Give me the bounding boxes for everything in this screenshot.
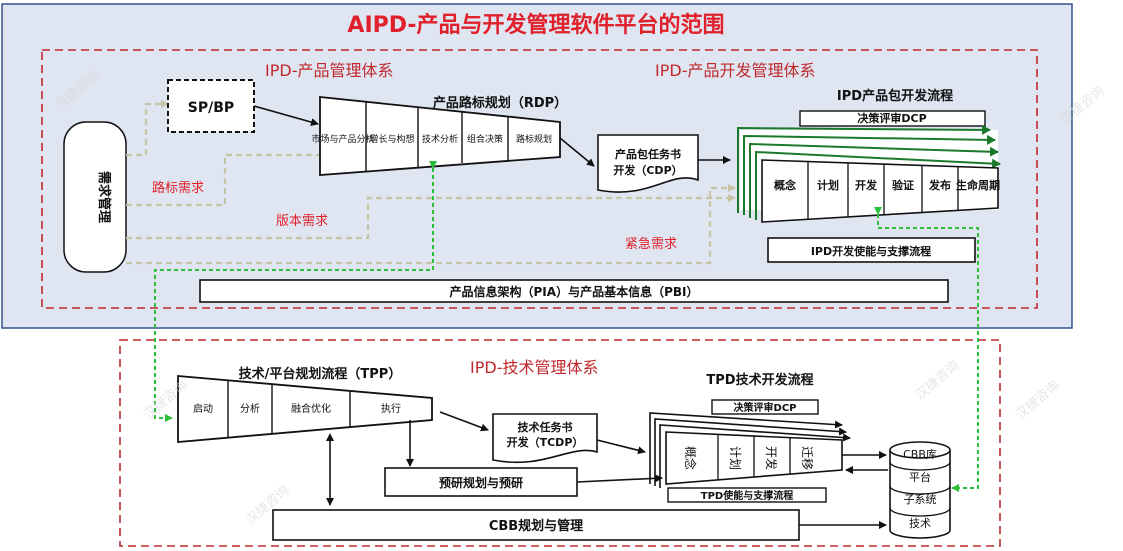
rdp-step-3: 技术分析 (422, 133, 458, 145)
arrow-spbp-rdp (253, 105, 319, 126)
tcdp-doc (492, 413, 598, 464)
tpp-step-1: 启动 (193, 402, 213, 415)
ipd-tech-mgmt-label: IPD-技术管理体系 (470, 358, 598, 377)
tpd-stage-concept: 概念 (683, 446, 698, 470)
urgent-req-label: 紧急需求 (625, 237, 677, 252)
dcp-bar (799, 110, 986, 127)
preresearch-label: 预研规划与预研 (439, 475, 523, 490)
rdp-step-2: 增长与构想 (369, 133, 414, 145)
ipd-stage-funnel (761, 159, 999, 223)
link-ipd-cbb (874, 207, 979, 492)
tpp-title: 技术/平台规划流程（TPP） (239, 366, 402, 382)
ipd-stage-labels: 概念 计划 开发 验证 发布 生命周期 (774, 178, 1000, 192)
tpp-step-labels: 启动 分析 融合优化 执行 (193, 402, 401, 415)
tpd-stage-migrate: 迁移 (800, 446, 814, 470)
arrow-rdp-cdp (559, 137, 595, 167)
cdp-line-2: 开发（CDP） (613, 163, 682, 177)
tpd-stage-develop: 开发 (764, 446, 779, 470)
cbb-layer-lib: CBB库 (903, 448, 937, 461)
tpp-funnel (177, 375, 433, 443)
cbb-mgmt-label: CBB规划与管理 (489, 518, 583, 534)
ipd-stage-plan: 计划 (817, 178, 839, 192)
cbb-library (889, 441, 951, 539)
ipd-stage-lifecycle: 生命周期 (956, 178, 1000, 192)
rdp-step-1: 市场与产品分析 (311, 133, 374, 145)
ipd-product-dev-label: IPD-产品开发管理体系 (655, 61, 815, 80)
ipd-stage-concept: 概念 (774, 178, 797, 192)
sp-bp-box (167, 79, 255, 133)
watermark-5: 汉捷咨询 (1013, 378, 1062, 423)
tpp-step-2: 分析 (240, 402, 260, 415)
roadmap-req-label: 路标需求 (152, 180, 204, 196)
preresearch-bar (384, 467, 578, 497)
dcp-label: 决策评审DCP (857, 111, 926, 125)
ipd-stage-release: 发布 (928, 178, 951, 192)
cdp-doc (597, 134, 699, 193)
sp-bp-label: SP/BP (188, 100, 234, 116)
cbb-layer-platform: 平台 (909, 470, 931, 484)
demand-mgmt-label: 需求管理 (96, 171, 112, 223)
tpd-dcp-bar (711, 399, 819, 415)
cbb-layer-subsystem: 子系统 (904, 493, 937, 506)
tpd-enable-label: TPD使能与支撑流程 (701, 489, 793, 502)
pia-label: 产品信息架构（PIA）与产品基本信息（PBI） (450, 284, 699, 299)
cbb-mgmt-bar (272, 509, 800, 541)
demand-line-spbp (126, 100, 169, 157)
tpd-dcp-label: 决策评审DCP (734, 401, 797, 414)
tcdp-line-1: 技术任务书 (518, 420, 573, 434)
cbb-layer-labels: CBB库 平台 子系统 技术 (903, 448, 937, 530)
rdp-step-5: 路标规划 (516, 133, 552, 145)
rdp-dividers (365, 102, 509, 172)
arrow-tcdp-tpd (596, 439, 646, 455)
ipd-stage-develop: 开发 (855, 178, 878, 192)
page-title: AIPD-产品与开发管理软件平台的范围 (347, 12, 724, 38)
watermark-4: 汉捷咨询 (913, 358, 962, 403)
tpp-step-3: 融合优化 (291, 402, 331, 415)
link-rdp-tpp (154, 161, 437, 422)
rdp-step-4: 组合决策 (467, 133, 503, 145)
cdp-line-1: 产品包任务书 (615, 147, 681, 161)
tpd-stage-labels: 概念 计划 开发 迁移 (683, 446, 814, 470)
ipd-process-title: IPD产品包开发流程 (837, 88, 953, 104)
cbb-layer-tech: 技术 (909, 517, 931, 530)
arrow-preresearch-tpd (576, 474, 663, 483)
product-region (41, 49, 1038, 309)
ipd-product-mgmt-label: IPD-产品管理体系 (265, 61, 393, 80)
ipd-stage-dividers (807, 162, 959, 219)
rdp-step-labels: 市场与产品分析 增长与构想 技术分析 组合决策 路标规划 (311, 133, 552, 145)
ipd-enable-label: IPD开发使能与支撑流程 (811, 244, 931, 258)
demand-mgmt-box (63, 121, 127, 273)
tpp-step-4: 执行 (381, 402, 401, 415)
rdp-funnel (319, 96, 561, 176)
rdp-title: 产品路标规划（RDP） (433, 95, 567, 111)
tpd-enable-bar (667, 487, 827, 503)
tpd-layers (649, 412, 851, 488)
tpd-dividers (717, 434, 791, 480)
tech-region (119, 339, 1001, 547)
arrow-tpp-tcdp (439, 411, 489, 432)
tpd-title: TPD技术开发流程 (706, 372, 813, 388)
tpd-stage-plan: 计划 (728, 446, 742, 470)
ipd-stage-verify: 验证 (892, 178, 914, 192)
version-req-label: 版本需求 (276, 214, 328, 229)
tcdp-line-2: 开发（TCDP） (507, 435, 584, 449)
tpp-dividers (227, 380, 351, 438)
